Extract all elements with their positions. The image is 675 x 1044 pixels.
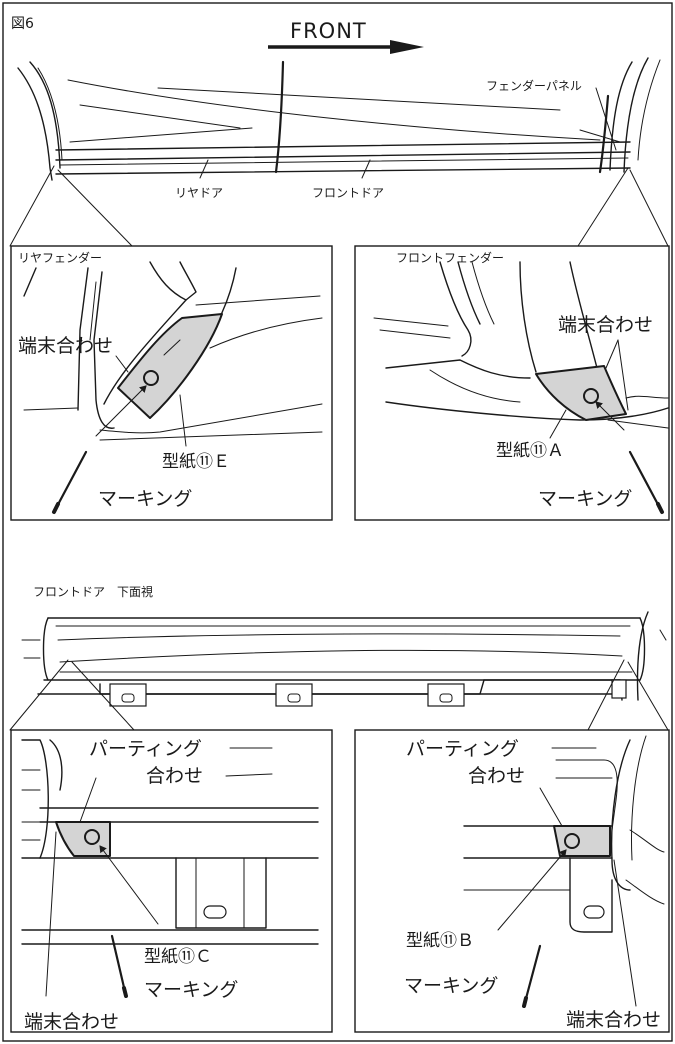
door-rear-detail-box: [10, 729, 333, 1033]
rear-fender-edge-align-label: 端末合わせ: [18, 335, 113, 357]
door-front-parting-label-2: 合わせ: [468, 765, 525, 787]
front-fender-drawing: [373, 261, 669, 429]
front-fender-detail-box: [354, 245, 670, 521]
rear-fender-marking-label: マーキング: [98, 488, 192, 510]
door-front-edge-align-label: 端末合わせ: [566, 1009, 661, 1031]
marking-pen-b: [522, 944, 542, 1008]
door-front-template-label: 型紙⑪Ｂ: [406, 931, 474, 951]
rear-fender-template-label: 型紙⑪Ｅ: [162, 452, 230, 472]
door-rear-marking-label: マーキング: [144, 979, 238, 1001]
side-view-drawing: [9, 57, 669, 247]
front-fender-edge-align-label: 端末合わせ: [558, 314, 653, 336]
door-bottom-view-title: フロントドア 下面視: [33, 584, 153, 599]
front-fender-title: フロントフェンダー: [396, 250, 504, 265]
marking-pen-a: [628, 450, 664, 514]
front-arrow: [268, 40, 424, 54]
rear-door-label: リヤドア: [175, 186, 223, 200]
template-piece-a: [535, 365, 627, 421]
rear-fender-title: リヤフェンダー: [18, 250, 102, 265]
front-fender-template-label: 型紙⑪Ａ: [496, 441, 564, 461]
template-piece-b: [553, 825, 611, 857]
marking-hole-c: [84, 829, 100, 845]
marking-hole-a: [583, 388, 599, 404]
door-rear-drawing: [21, 739, 319, 945]
door-rear-parting-label-1: パーティング: [89, 738, 202, 760]
door-rear-template-label: 型紙⑪Ｃ: [144, 947, 212, 967]
door-front-marking-label: マーキング: [404, 975, 498, 997]
marking-hole-e: [143, 370, 159, 386]
fender-panel-label: フェンダーパネル: [486, 78, 582, 93]
front-label: FRONT: [290, 19, 367, 43]
marking-hole-b: [564, 833, 580, 849]
door-rear-parting-label-2: 合わせ: [146, 765, 203, 787]
front-door-label: フロントドア: [312, 186, 384, 200]
door-bottom-view-drawing: [9, 611, 669, 731]
figure-label: 図6: [11, 16, 34, 32]
door-rear-edge-align-label: 端末合わせ: [24, 1011, 119, 1033]
rear-fender-drawing: [23, 261, 323, 441]
front-fender-marking-label: マーキング: [538, 488, 632, 510]
door-front-parting-label-1: パーティング: [406, 738, 519, 760]
marking-pen-c: [110, 934, 128, 998]
